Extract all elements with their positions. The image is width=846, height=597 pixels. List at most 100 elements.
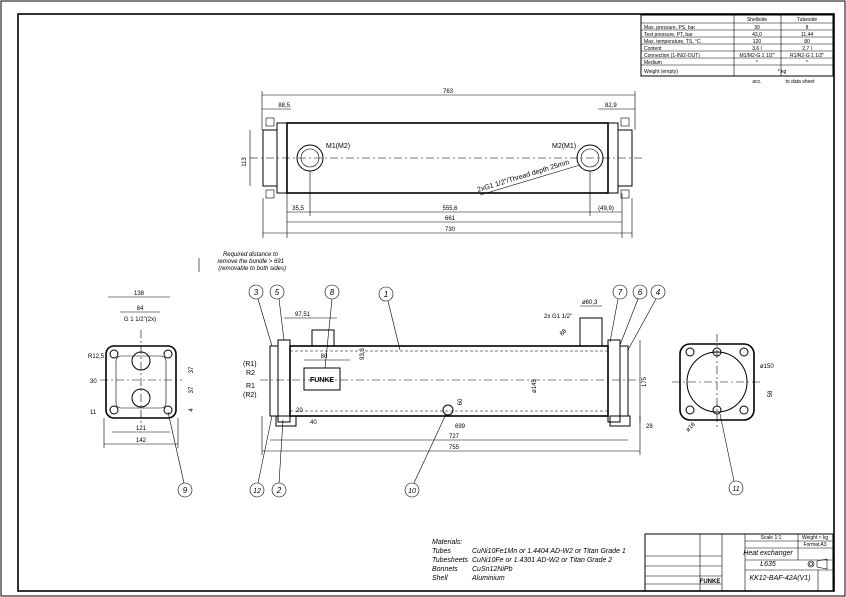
title-line2: L635	[760, 561, 776, 568]
bolt-icon	[163, 405, 173, 415]
dim-n: 28	[646, 424, 653, 430]
callout-3: 3	[248, 284, 273, 347]
spec-row-value: 3,6 l	[752, 46, 761, 52]
top-view: 763 88,5 82,9 113 M1(M2) M2(M1) 2xG1 1/2…	[198, 89, 645, 272]
left-flange	[277, 339, 291, 423]
dim-i: 40	[310, 420, 317, 426]
company-name: FUNKE	[700, 579, 721, 585]
side-view: 97,51 2x G1 1/2" ø60,3 88 FUNKE 80 93,3 …	[243, 300, 653, 455]
inlet-pipe	[311, 329, 335, 347]
svg-text:6: 6	[638, 288, 643, 297]
bundle-note-line1: Required distance to	[223, 252, 279, 258]
label-r1-paren: (R1)	[243, 361, 257, 368]
bolt-icon	[685, 405, 695, 415]
bolt-icon	[685, 347, 695, 357]
dim-h4: 4	[189, 408, 195, 412]
spec-row-label: Connection (1-IN/2-OUT)	[644, 53, 700, 59]
bolt-icon	[739, 347, 749, 357]
callout-1: 1	[378, 286, 401, 351]
dim-w2: 84	[137, 306, 144, 312]
dim-w3: 121	[136, 426, 147, 432]
spec-row-value: *	[806, 60, 808, 66]
svg-text:8: 8	[330, 288, 335, 297]
dim-r: ø60,3	[582, 300, 598, 306]
foot-right	[609, 415, 631, 427]
dim-d1: 35,5	[292, 206, 304, 212]
dim-o: ø145	[532, 379, 538, 393]
svg-text:7: 7	[618, 288, 623, 297]
dim-w4: 142	[136, 438, 147, 444]
right-end-view: ø150 58 ø16	[672, 334, 774, 433]
foot-left	[275, 415, 297, 427]
spec-row-label: Test pressure, PT, bar	[644, 32, 693, 38]
dim-height: 113	[242, 157, 248, 167]
right-flange	[607, 339, 621, 423]
callout-9: 9	[167, 411, 193, 498]
outlet-pipe	[579, 317, 603, 347]
spec-row-label: Medium	[644, 60, 662, 66]
weight-label: Weight ≈ kg	[802, 535, 828, 541]
spec-row-value: R1/R2-G 1 1/2"	[790, 53, 824, 59]
material-value: CuNi10Fe or 1.4301 AD-W2 or Titan Grade …	[472, 557, 612, 564]
bolt-icon	[109, 405, 119, 415]
spec-row-label: Weight (empty)	[644, 69, 678, 75]
materials-list: Materials: Tubes CuNi10Fe1Mn or 1.4404 A…	[432, 539, 626, 582]
dim-right-end: 82,9	[605, 103, 617, 109]
spec-row-value: 8	[806, 25, 809, 31]
dim-m: 60	[458, 398, 464, 405]
material-label: Tubesheets	[432, 557, 469, 564]
title-block: Scale 1:1 Weight ≈ kg Format A3 Heat exc…	[644, 533, 834, 592]
svg-text:11: 11	[732, 486, 739, 493]
callout-10: 10	[404, 413, 447, 498]
material-label: Shell	[432, 575, 448, 582]
dim-r: R12,5	[88, 354, 105, 360]
callout-11: 11	[719, 413, 744, 496]
dim-left-end: 88,5	[278, 103, 290, 109]
callout-12: 12	[249, 415, 273, 498]
drawing-border	[17, 13, 835, 592]
dim-overall: 763	[443, 89, 454, 95]
dim-k: 727	[449, 434, 460, 440]
svg-text:1: 1	[384, 290, 388, 299]
dim-w1: 138	[134, 291, 145, 297]
spec-row-label: Max. temperature, TS, °C	[644, 39, 701, 45]
callout-6: 6	[619, 284, 648, 346]
nameplate-text: FUNKE	[310, 377, 334, 384]
dim-s: 88	[559, 328, 568, 337]
projection-symbol-icon	[807, 558, 828, 570]
dim-d5: 730	[445, 227, 456, 233]
port-left-label: M1(M2)	[326, 143, 350, 150]
material-value: Aluminium	[471, 575, 505, 582]
svg-text:10: 10	[408, 488, 416, 495]
left-end-view: 138 84 G 1 1/2"(2x) R12,5 30 37 37 4 11 …	[88, 291, 195, 448]
spec-row-value: 120	[753, 39, 762, 45]
dim-bolt: ø16	[685, 421, 697, 433]
material-value: CuSn12NiPb	[472, 566, 513, 573]
dim-p: 175	[642, 376, 648, 387]
spec-row-value: 11,44	[801, 32, 813, 38]
dim-l: 755	[449, 445, 460, 451]
dim-j: 699	[455, 424, 466, 430]
label-r1: R1	[246, 383, 255, 390]
dim-d4: 661	[445, 216, 456, 222]
dim-h3: 37	[189, 386, 195, 393]
sheet-format: Format A3	[803, 542, 826, 548]
callout-7: 7	[609, 284, 628, 343]
bundle-note-line2: remove the bundle > 691	[217, 259, 284, 265]
dim-h2: 37	[189, 366, 195, 373]
svg-text:4: 4	[656, 288, 661, 297]
callout-5: 5	[269, 284, 285, 341]
dim-q: 2x G1 1/2"	[544, 314, 572, 320]
svg-text:5: 5	[275, 288, 280, 297]
drain-plug	[442, 404, 454, 416]
bolt-icon	[163, 349, 173, 359]
scale-label: Scale 1:1	[761, 535, 782, 541]
drawing-number: KK12-BAF-42A(V1)	[749, 575, 810, 582]
spec-row-value: 2,7 l	[802, 46, 811, 52]
spec-row-label: Content	[644, 46, 662, 52]
port-right-label: M2(M1)	[552, 143, 576, 150]
spec-header-tubeside: Tubeside	[797, 17, 818, 23]
spec-header-shellside: Shellside	[747, 17, 768, 23]
label-r2-paren: (R2)	[243, 392, 257, 399]
